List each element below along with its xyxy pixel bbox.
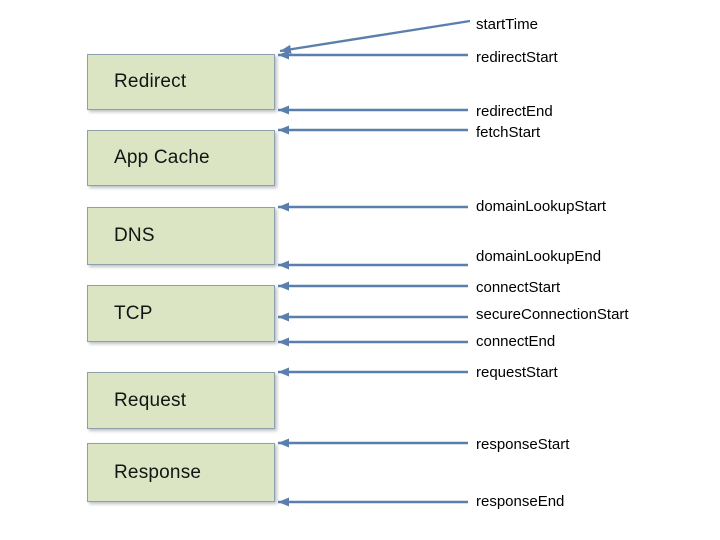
- box-dns-label: DNS: [114, 225, 155, 246]
- box-response: Response: [87, 443, 275, 502]
- box-redirect-label: Redirect: [114, 71, 187, 92]
- event-label-response-end: responseEnd: [476, 493, 565, 510]
- event-label-domain-lookup-start: domainLookupStart: [476, 198, 607, 215]
- event-label-connect-start: connectStart: [476, 279, 561, 296]
- event-label-response-start: responseStart: [476, 436, 570, 453]
- event-label-secure-connection-start: secureConnectionStart: [476, 306, 629, 323]
- event-label-domain-lookup-end: domainLookupEnd: [476, 248, 602, 265]
- event-label-start-time: startTime: [476, 16, 538, 33]
- box-tcp: TCP: [87, 285, 275, 342]
- event-label-redirect-start: redirectStart: [476, 49, 558, 66]
- box-request: Request: [87, 372, 275, 429]
- box-redirect: Redirect: [87, 54, 275, 110]
- arrow-start-time: [279, 19, 471, 54]
- event-label-fetch-start: fetchStart: [476, 124, 541, 141]
- event-label-request-start: requestStart: [476, 364, 558, 381]
- event-label-redirect-end: redirectEnd: [476, 103, 553, 120]
- box-tcp-label: TCP: [114, 302, 153, 324]
- box-dns: DNS: [87, 207, 275, 265]
- event-label-connect-end: connectEnd: [476, 333, 556, 350]
- box-response-label: Response: [114, 461, 202, 483]
- box-request-label: Request: [114, 389, 187, 411]
- box-app-cache: App Cache: [87, 130, 275, 186]
- box-app-cache-label: App Cache: [114, 147, 210, 168]
